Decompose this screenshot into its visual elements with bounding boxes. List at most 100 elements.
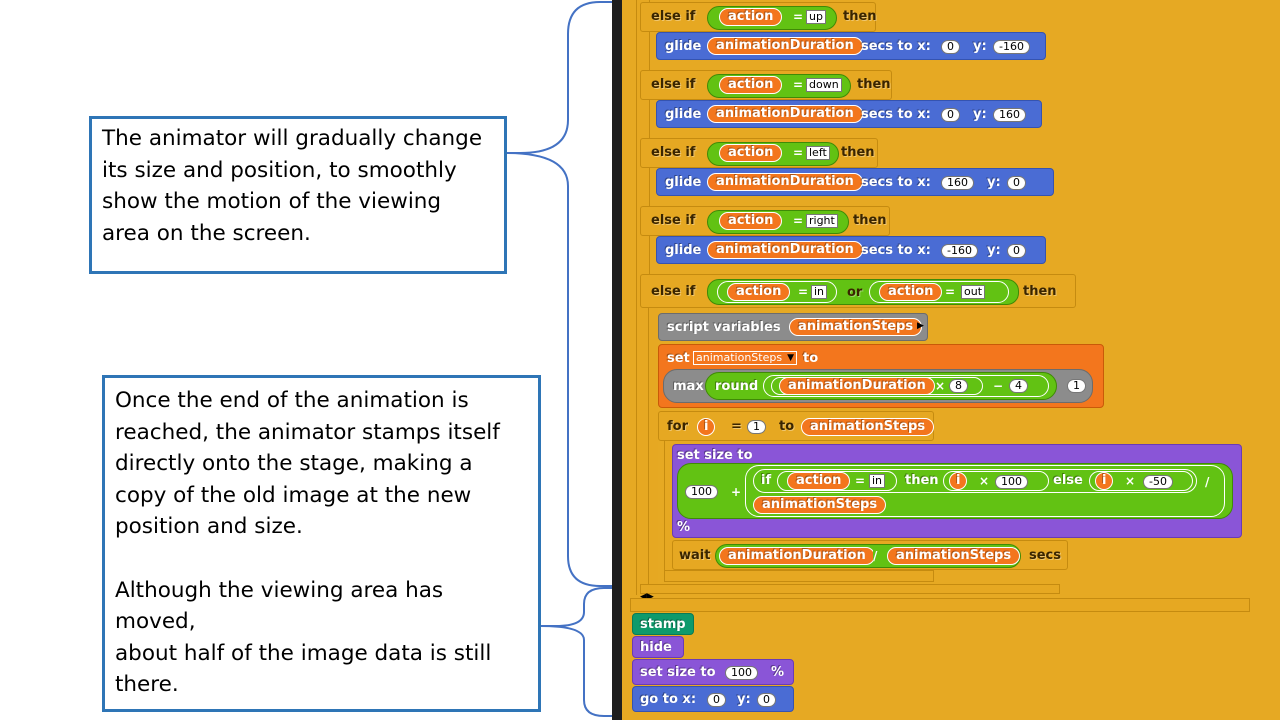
callout-line: its size and position, to smoothly — [102, 157, 457, 183]
y-input[interactable]: 160 — [993, 108, 1026, 122]
right-arrow-icon[interactable]: ▶ — [917, 320, 924, 330]
glide-block-down[interactable]: glide animationDuration secs to x: 0 y: … — [656, 100, 1042, 128]
else-if-label: else if — [651, 77, 696, 92]
action-variable[interactable]: action — [719, 212, 783, 230]
animation-duration-variable[interactable]: animationDuration — [707, 105, 863, 123]
value-in[interactable]: in — [869, 474, 886, 488]
equals-sign: = — [793, 146, 804, 160]
glide-label: glide — [665, 39, 702, 54]
action-variable[interactable]: action — [879, 283, 943, 301]
max-second-input[interactable]: 1 — [1067, 379, 1086, 393]
value-right[interactable]: right — [806, 214, 838, 228]
value-down[interactable]: down — [806, 78, 842, 92]
stamp-block[interactable]: stamp — [632, 613, 694, 635]
equals-sign: = — [798, 285, 809, 299]
equals-sign: = — [793, 78, 804, 92]
glide-block-right[interactable]: glide animationDuration secs to x: -160 … — [656, 236, 1046, 264]
out-multiplier-input[interactable]: -50 — [1143, 475, 1173, 489]
y-input[interactable]: 0 — [1007, 176, 1026, 190]
divide-sign: / — [1205, 475, 1210, 489]
hide-block[interactable]: hide — [632, 636, 684, 658]
animation-steps-variable[interactable]: animationSteps — [801, 418, 935, 436]
glide-label: glide — [665, 243, 702, 258]
in-multiplier-input[interactable]: 100 — [995, 475, 1028, 489]
set-label: set — [667, 351, 690, 366]
times-sign: × — [1125, 474, 1136, 488]
value-left[interactable]: left — [806, 146, 830, 160]
secs-to-x-label: secs to x: — [861, 107, 931, 122]
else-if-up-block[interactable]: else if action = up then — [640, 2, 877, 32]
else-if-right-block[interactable]: else if action = right then — [640, 206, 890, 236]
expand-arrows-icon[interactable]: ◀▶ — [640, 591, 654, 601]
value-in[interactable]: in — [811, 285, 828, 299]
glide-block-left[interactable]: glide animationDuration secs to x: 160 y… — [656, 168, 1054, 196]
variable-dropdown[interactable]: animationSteps ▼ — [693, 351, 798, 365]
y-label: y: — [973, 39, 987, 54]
script-variables-block[interactable]: script variables animationSteps ▶ — [658, 313, 928, 341]
set-size-final-block[interactable]: set size to 100 % — [632, 659, 794, 685]
else-if-label: else if — [651, 9, 696, 24]
to-label: to — [803, 351, 819, 366]
x-input[interactable]: 0 — [941, 108, 960, 122]
multiplier-input[interactable]: 8 — [949, 379, 968, 393]
set-variable-block[interactable]: set animationSteps ▼ to max round animat… — [658, 344, 1104, 408]
final-x-input[interactable]: 0 — [707, 693, 726, 707]
action-variable[interactable]: action — [719, 144, 783, 162]
or-label: or — [847, 285, 863, 300]
secs-to-x-label: secs to x: — [861, 243, 931, 258]
x-input[interactable]: 160 — [941, 176, 974, 190]
action-variable[interactable]: action — [787, 472, 851, 490]
y-label: y: — [987, 175, 1001, 190]
then-label: then — [857, 77, 891, 92]
animation-steps-variable[interactable]: animationSteps — [753, 496, 887, 514]
final-y-input[interactable]: 0 — [757, 693, 776, 707]
else-if-zoom-block[interactable]: else if action = in or action = out then — [640, 274, 1076, 308]
go-to-block[interactable]: go to x: 0 y: 0 — [632, 686, 794, 712]
value-up[interactable]: up — [806, 10, 826, 24]
animation-steps-variable[interactable]: animationSteps — [887, 547, 1021, 565]
script-area[interactable]: else if action = up then glide animation… — [612, 0, 1280, 720]
glide-block-up[interactable]: glide animationDuration secs to x: 0 y: … — [656, 32, 1046, 60]
subtrahend-input[interactable]: 4 — [1009, 379, 1028, 393]
final-size-input[interactable]: 100 — [725, 666, 758, 680]
else-if-left-block[interactable]: else if action = left then — [640, 138, 878, 168]
go-to-x-label: go to x: — [640, 692, 697, 707]
callout-line: about half of the image data is still — [115, 640, 492, 666]
times-sign: × — [979, 474, 990, 488]
y-input[interactable]: -160 — [993, 40, 1030, 54]
animation-duration-variable[interactable]: animationDuration — [707, 241, 863, 259]
action-variable[interactable]: action — [727, 283, 791, 301]
y-label: y: — [987, 243, 1001, 258]
x-input[interactable]: 0 — [941, 40, 960, 54]
animation-duration-variable[interactable]: animationDuration — [707, 37, 863, 55]
y-input[interactable]: 0 — [1007, 244, 1026, 258]
set-size-block[interactable]: set size to 100 + if action = in then i … — [672, 444, 1242, 538]
script-variables-label: script variables — [667, 320, 781, 335]
animation-duration-variable[interactable]: animationDuration — [707, 173, 863, 191]
size-base-input[interactable]: 100 — [685, 485, 718, 499]
animation-duration-variable[interactable]: animationDuration — [779, 377, 935, 395]
callout-animation-description: The animator will gradually change its s… — [89, 116, 507, 274]
hide-label: hide — [640, 640, 672, 655]
action-variable[interactable]: action — [719, 8, 783, 26]
else-if-down-block[interactable]: else if action = down then — [640, 70, 892, 100]
i-variable[interactable]: i — [949, 472, 968, 490]
set-size-to-label: set size to — [640, 665, 716, 680]
callout-line: position and size. — [115, 514, 303, 539]
animation-duration-variable[interactable]: animationDuration — [719, 547, 875, 565]
then-label: then — [905, 473, 939, 488]
times-sign: × — [935, 379, 946, 393]
x-input[interactable]: -160 — [941, 244, 978, 258]
for-loop-arm — [664, 441, 674, 581]
animation-steps-variable[interactable]: animationSteps — [789, 318, 923, 336]
i-variable[interactable]: i — [697, 418, 716, 436]
i-variable[interactable]: i — [1095, 472, 1114, 490]
callout-line: Although the viewing area has moved, — [115, 577, 444, 635]
value-out[interactable]: out — [961, 285, 986, 299]
for-start-input[interactable]: 1 — [747, 420, 766, 434]
to-label: to — [779, 419, 795, 434]
action-variable[interactable]: action — [719, 76, 783, 94]
wait-block[interactable]: wait animationDuration / animationSteps … — [672, 540, 1068, 570]
y-label: y: — [737, 692, 751, 707]
for-loop-block[interactable]: for i = 1 to animationSteps — [658, 411, 935, 441]
